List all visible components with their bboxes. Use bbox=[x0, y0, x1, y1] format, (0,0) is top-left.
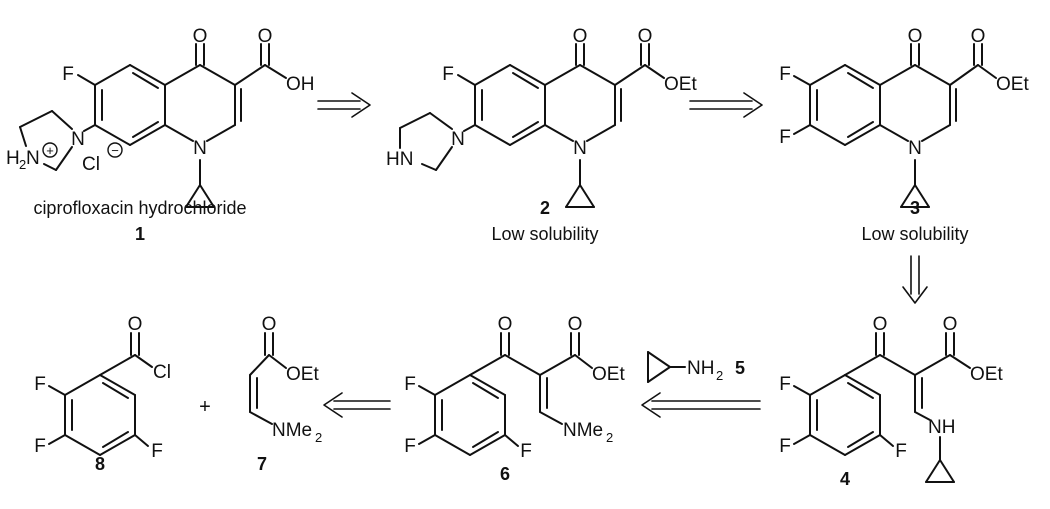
compound-3-ester-oxygen: O bbox=[971, 26, 986, 47]
compound-1-positive-charge-ring bbox=[42, 142, 58, 158]
compound-8-structure: O Cl F F F bbox=[34, 314, 171, 462]
compound-4-number: 4 bbox=[840, 469, 850, 489]
compound-6-fluorine-bottom: F bbox=[404, 436, 416, 457]
compound-5-number: 5 bbox=[735, 358, 745, 378]
compound-7-number: 7 bbox=[257, 454, 267, 474]
retro-arrow-2-to-3 bbox=[689, 92, 763, 118]
compound-6-fluorine-top: F bbox=[404, 374, 416, 395]
compound-4-ethoxy-label: OEt bbox=[970, 364, 1003, 385]
compound-7-structure: O OEt NMe 2 bbox=[249, 314, 322, 445]
compound-3-fluorine-top: F bbox=[779, 64, 791, 85]
compound-2-number: 2 bbox=[540, 198, 550, 218]
retro-arrow-6-to-7-8 bbox=[323, 392, 391, 418]
compound-1-acid-oxygen: O bbox=[258, 26, 273, 47]
compound-3-caption: Low solubility bbox=[861, 224, 968, 244]
compound-2-ring-nitrogen: N bbox=[573, 138, 587, 159]
compound-1-negative-charge: − bbox=[111, 143, 119, 158]
compound-4-amine-nh: NH bbox=[928, 417, 955, 438]
compound-3-ethoxy-label: OEt bbox=[996, 74, 1029, 95]
retro-arrow-1-to-2 bbox=[317, 92, 371, 118]
compound-4-ester-oxygen: O bbox=[943, 314, 958, 335]
compound-1-negative-charge-ring bbox=[107, 142, 123, 158]
compound-1-ammonium-n: N bbox=[26, 148, 40, 169]
compound-4-fluorine-top: F bbox=[779, 374, 791, 395]
compound-1-caption: ciprofloxacin hydrochloride bbox=[33, 198, 246, 218]
compound-1-ammonium-subscript: 2 bbox=[19, 157, 26, 172]
compound-6-number: 6 bbox=[500, 464, 510, 484]
compound-1-ring-nitrogen: N bbox=[193, 138, 207, 159]
compound-1-chloride: Cl bbox=[82, 154, 100, 175]
compound-8-chloride-label: Cl bbox=[153, 362, 171, 383]
compound-7-dimethylamino-subscript: 2 bbox=[315, 430, 322, 445]
compound-1-ammonium-h: H bbox=[6, 148, 20, 169]
compound-8-number: 8 bbox=[95, 454, 105, 474]
compound-1-piperazine-nitrogen: N bbox=[71, 129, 85, 150]
compound-8-fluorine-top: F bbox=[34, 374, 46, 395]
compound-3-number: 3 bbox=[910, 198, 920, 218]
compound-8-fluorine-bottom: F bbox=[34, 436, 46, 457]
compound-5-structure: NH 2 bbox=[647, 351, 723, 383]
compound-4-fluorine-bottom: F bbox=[779, 436, 791, 457]
compound-7-dimethylamino-label: NMe bbox=[272, 420, 312, 441]
compound-6-fluorine-ortho: F bbox=[520, 441, 532, 462]
compound-7-carbonyl-oxygen: O bbox=[262, 314, 277, 335]
compound-1-ketone-oxygen: O bbox=[193, 26, 208, 47]
compound-8-carbonyl-oxygen: O bbox=[128, 314, 143, 335]
compound-2-fluorine: F bbox=[442, 64, 454, 85]
compound-4-fluorine-ortho: F bbox=[895, 441, 907, 462]
compound-2-ester-oxygen: O bbox=[638, 26, 653, 47]
compound-1-number: 1 bbox=[135, 224, 145, 244]
compound-6-ethoxy-label: OEt bbox=[592, 364, 625, 385]
compound-8-fluorine-ortho: F bbox=[151, 441, 163, 462]
compound-3-fluorine-bottom: F bbox=[779, 127, 791, 148]
retro-arrow-3-to-4 bbox=[902, 255, 928, 304]
retro-arrow-4-to-6 bbox=[641, 392, 761, 418]
compound-6-ketone-oxygen: O bbox=[498, 314, 513, 335]
compound-6-ester-oxygen: O bbox=[568, 314, 583, 335]
compound-3-ring-nitrogen: N bbox=[908, 138, 922, 159]
compound-5-amine-subscript: 2 bbox=[716, 368, 723, 383]
compound-6-dimethylamino-subscript: 2 bbox=[606, 430, 613, 445]
compound-5-amine-label: NH bbox=[687, 358, 714, 379]
compound-2-piperazine-nitrogen: N bbox=[451, 129, 465, 150]
compound-3-structure: O O OEt F F N bbox=[779, 26, 1029, 208]
compound-2-ethoxy-label: OEt bbox=[664, 74, 697, 95]
compound-2-caption: Low solubility bbox=[491, 224, 598, 244]
compound-6-structure: O O OEt F F F NMe 2 bbox=[404, 314, 625, 462]
compound-1-hydroxyl-label: OH bbox=[286, 74, 315, 95]
compound-2-structure: O O OEt F N N HN bbox=[386, 26, 697, 208]
compound-7-ethoxy-label: OEt bbox=[286, 364, 319, 385]
compound-1-structure: O O OH F N N H 2 N + Cl − bbox=[6, 26, 315, 208]
compound-4-structure: O O OEt F F F NH bbox=[779, 314, 1003, 483]
compound-4-ketone-oxygen: O bbox=[873, 314, 888, 335]
compound-3-ketone-oxygen: O bbox=[908, 26, 923, 47]
plus-sign: + bbox=[199, 396, 211, 418]
compound-2-ketone-oxygen: O bbox=[573, 26, 588, 47]
compound-6-dimethylamino-label: NMe bbox=[563, 420, 603, 441]
compound-1-fluorine: F bbox=[62, 64, 74, 85]
compound-1-positive-charge: + bbox=[46, 143, 54, 158]
compound-2-piperazine-nh: HN bbox=[386, 149, 413, 170]
